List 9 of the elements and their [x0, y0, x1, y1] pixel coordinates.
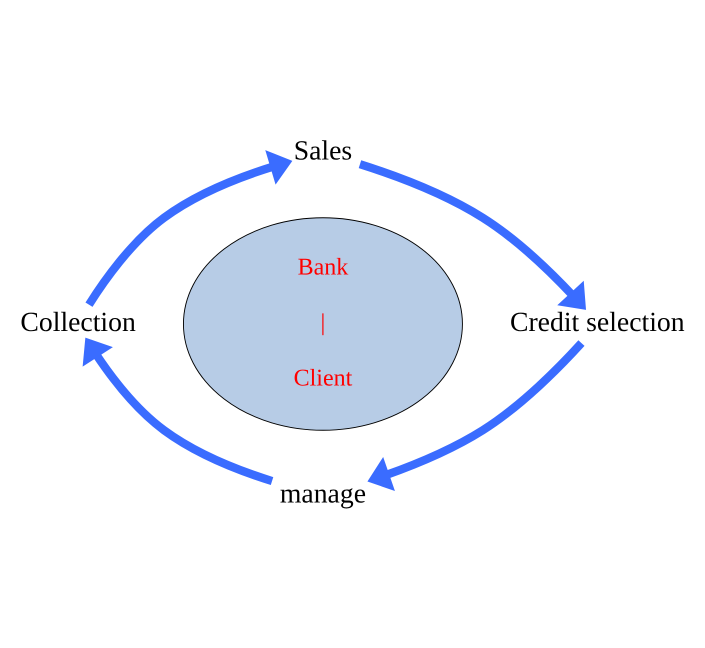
arrow: [86, 150, 292, 307]
node-ellipse: Bank | Client: [182, 217, 463, 431]
node-text: Collection: [20, 306, 136, 337]
arrow: [367, 340, 585, 492]
arrow: [358, 160, 586, 310]
node-text: manage: [280, 477, 366, 508]
arrow: [82, 338, 274, 486]
node-text: Credit selection: [510, 306, 685, 337]
node-text: Sales: [294, 134, 352, 166]
